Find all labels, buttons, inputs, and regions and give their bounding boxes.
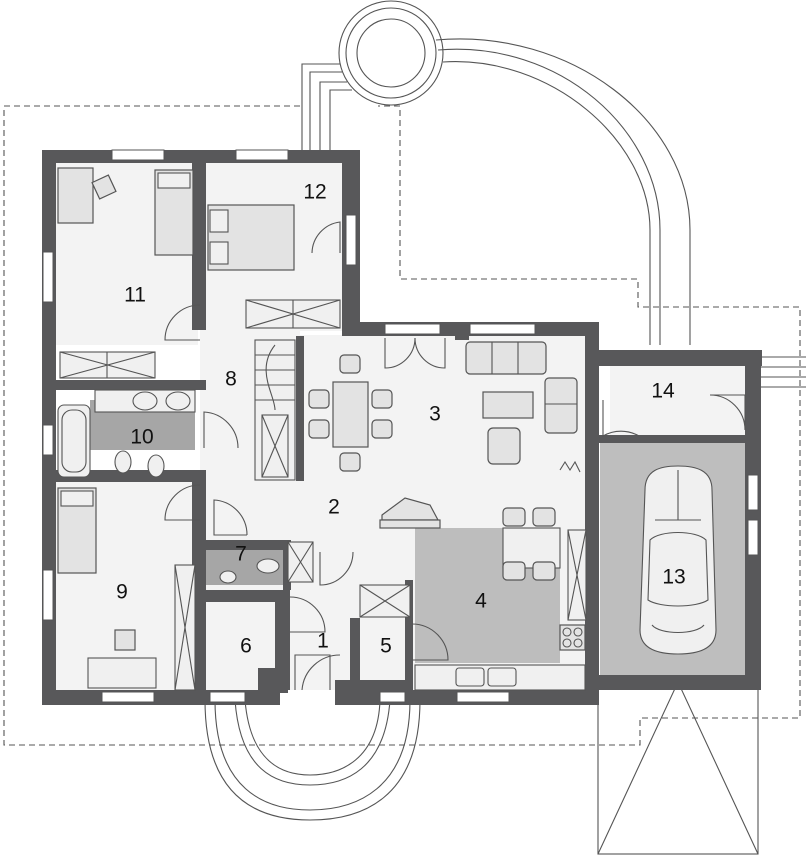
room-label-9: 9 <box>116 581 128 604</box>
room-label-11: 11 <box>124 284 146 307</box>
kitchen-fixtures <box>359 507 587 691</box>
garden-path-south <box>204 699 421 821</box>
room-label-13: 13 <box>662 566 685 589</box>
bedroom-11-furniture <box>57 167 194 379</box>
car-icon <box>639 465 717 655</box>
bedroom-9-furniture <box>57 487 196 691</box>
room-labels: 1 2 3 4 5 6 7 8 9 10 11 12 13 14 <box>116 181 686 658</box>
room-label-2: 2 <box>328 496 340 519</box>
staircase <box>254 339 296 481</box>
room-label-7: 7 <box>235 543 247 566</box>
room-label-5: 5 <box>380 635 392 658</box>
bathroom-10-fixtures <box>57 389 196 478</box>
plot-boundary <box>3 105 801 746</box>
room-label-12: 12 <box>303 181 326 204</box>
room-label-4: 4 <box>475 590 487 613</box>
bedroom-12-furniture <box>207 204 341 329</box>
room-label-3: 3 <box>429 403 441 426</box>
east-steps <box>760 356 806 388</box>
dining-set <box>308 354 393 472</box>
room-label-6: 6 <box>240 635 252 658</box>
living-set <box>379 341 581 529</box>
garden-path-north <box>301 0 691 345</box>
driveway <box>597 680 759 855</box>
wc-7-fixtures <box>219 541 314 584</box>
room-label-14: 14 <box>651 380 675 403</box>
doors <box>164 221 746 691</box>
walls <box>42 150 762 705</box>
windows <box>42 149 759 703</box>
room-label-8: 8 <box>225 368 237 391</box>
room-label-10: 10 <box>130 426 153 449</box>
room-label-1: 1 <box>317 630 329 653</box>
